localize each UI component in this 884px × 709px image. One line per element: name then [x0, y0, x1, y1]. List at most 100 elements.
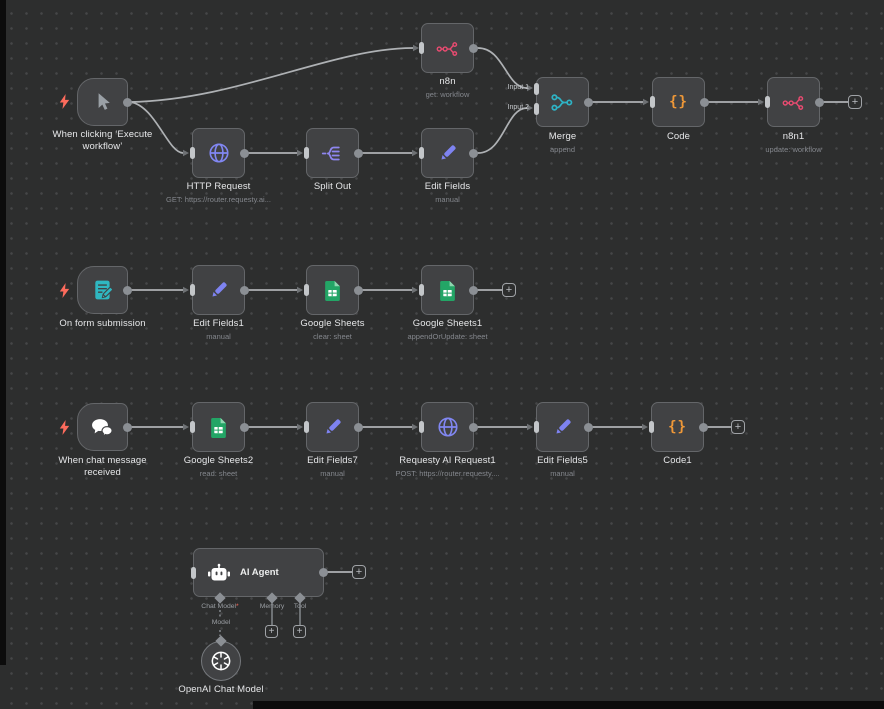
- node-caption: Edit Fields1 manual: [193, 318, 244, 342]
- node-caption: When clicking ‘Execute workflow’: [52, 129, 153, 153]
- output-handle[interactable]: [240, 285, 249, 295]
- google-sheets-icon: [325, 280, 340, 301]
- input-handle[interactable]: [418, 284, 424, 296]
- input-handle[interactable]: [418, 42, 424, 54]
- node-n8n1[interactable]: [764, 77, 824, 127]
- required-marker: *: [236, 603, 239, 610]
- output-handle[interactable]: [700, 97, 709, 107]
- node-caption: Merge append: [548, 131, 577, 155]
- output-handle[interactable]: [815, 97, 824, 107]
- output-handle[interactable]: [469, 285, 478, 295]
- node-when-clicking-execute-workflow[interactable]: [77, 78, 132, 126]
- node-caption: n8n get: workflow: [425, 76, 470, 100]
- window-edge-bottom: [253, 701, 884, 709]
- output-handle[interactable]: [123, 97, 132, 107]
- google-sheets-icon: [211, 417, 226, 438]
- output-handle[interactable]: [354, 285, 363, 295]
- node-openai-chat-model[interactable]: [201, 641, 241, 681]
- node-caption: Code1: [663, 455, 692, 466]
- input-handle[interactable]: [189, 421, 195, 433]
- node-code1[interactable]: {}: [648, 402, 708, 452]
- input-handle[interactable]: [303, 421, 309, 433]
- node-edit-fields[interactable]: [418, 128, 478, 178]
- cursor-icon: [98, 93, 110, 110]
- input-handle[interactable]: [648, 421, 654, 433]
- output-handle[interactable]: [123, 285, 132, 295]
- pencil-icon: [440, 145, 456, 160]
- chat-model-port-label: Chat Model*: [201, 603, 239, 610]
- node-google-sheets[interactable]: [303, 265, 363, 315]
- output-handle[interactable]: [240, 422, 249, 432]
- code-braces-icon: {}: [669, 94, 688, 110]
- node-edit-fields1[interactable]: [189, 265, 249, 315]
- add-node-button[interactable]: +: [352, 565, 366, 579]
- add-memory-button[interactable]: +: [265, 625, 278, 638]
- node-split-out[interactable]: [303, 128, 363, 178]
- input-handle[interactable]: [533, 421, 539, 433]
- node-on-form-submission[interactable]: [77, 266, 132, 314]
- merge-input2-label: Input 2: [507, 104, 529, 111]
- node-caption: Edit Fields5 manual: [537, 455, 588, 479]
- connection: [477, 107, 528, 154]
- node-code[interactable]: {}: [649, 77, 709, 127]
- output-handle[interactable]: [699, 422, 708, 432]
- node-http-request[interactable]: [189, 128, 249, 178]
- node-caption: Google Sheets clear: sheet: [300, 318, 365, 342]
- node-caption: Edit Fields manual: [424, 181, 471, 205]
- trigger-bolt-icon: [59, 94, 70, 109]
- n8n-icon: [436, 41, 457, 56]
- input-handle[interactable]: [418, 147, 424, 159]
- connection: [129, 101, 184, 154]
- input-handle-2[interactable]: [533, 103, 539, 115]
- input-handle[interactable]: [190, 566, 196, 579]
- node-caption: On form submission: [59, 318, 146, 329]
- node-edit-fields5[interactable]: [533, 402, 593, 452]
- output-handle[interactable]: [240, 148, 249, 158]
- input-handle[interactable]: [418, 421, 424, 433]
- add-node-button[interactable]: +: [502, 283, 516, 297]
- trigger-bolt-icon: [59, 283, 70, 298]
- ai-agent-label: AI Agent: [240, 567, 279, 578]
- merge-input1-label: Input 1: [507, 84, 529, 91]
- output-handle[interactable]: [354, 422, 363, 432]
- output-handle[interactable]: [354, 148, 363, 158]
- output-handle[interactable]: [319, 568, 328, 577]
- robot-icon: [208, 563, 230, 581]
- input-handle[interactable]: [764, 96, 770, 108]
- node-google-sheets2[interactable]: [189, 402, 249, 452]
- output-handle[interactable]: [469, 422, 478, 432]
- node-caption: n8n1 update: workflow: [765, 131, 822, 155]
- output-handle[interactable]: [469, 148, 478, 158]
- globe-icon: [437, 417, 458, 437]
- input-handle[interactable]: [649, 96, 655, 108]
- node-n8n[interactable]: [418, 23, 478, 73]
- node-requesty-ai-request1[interactable]: [418, 402, 478, 452]
- input-handle-1[interactable]: [533, 83, 539, 95]
- node-caption: Split Out: [313, 181, 352, 192]
- input-handle[interactable]: [189, 284, 195, 296]
- google-sheets-icon: [440, 280, 455, 301]
- input-handle[interactable]: [303, 284, 309, 296]
- pencil-icon: [325, 419, 341, 434]
- add-tool-button[interactable]: +: [293, 625, 306, 638]
- add-node-button[interactable]: +: [731, 420, 745, 434]
- trigger-bolt-icon: [59, 420, 70, 435]
- node-ai-agent[interactable]: AI Agent: [190, 548, 328, 597]
- chat-icon: [92, 418, 113, 437]
- node-when-chat-message-received[interactable]: [77, 403, 132, 451]
- output-handle[interactable]: [123, 422, 132, 432]
- node-merge[interactable]: [533, 77, 593, 127]
- input-handle[interactable]: [189, 147, 195, 159]
- node-edit-fields7[interactable]: [303, 402, 363, 452]
- pencil-icon: [555, 419, 571, 434]
- output-handle[interactable]: [469, 43, 478, 53]
- add-node-button[interactable]: +: [848, 95, 862, 109]
- output-handle[interactable]: [584, 422, 593, 432]
- tool-port-label: Tool: [293, 603, 307, 610]
- node-google-sheets1[interactable]: [418, 265, 478, 315]
- input-handle[interactable]: [303, 147, 309, 159]
- output-handle[interactable]: [584, 97, 593, 107]
- node-caption: Google Sheets1 appendOrUpdate: sheet: [407, 318, 488, 342]
